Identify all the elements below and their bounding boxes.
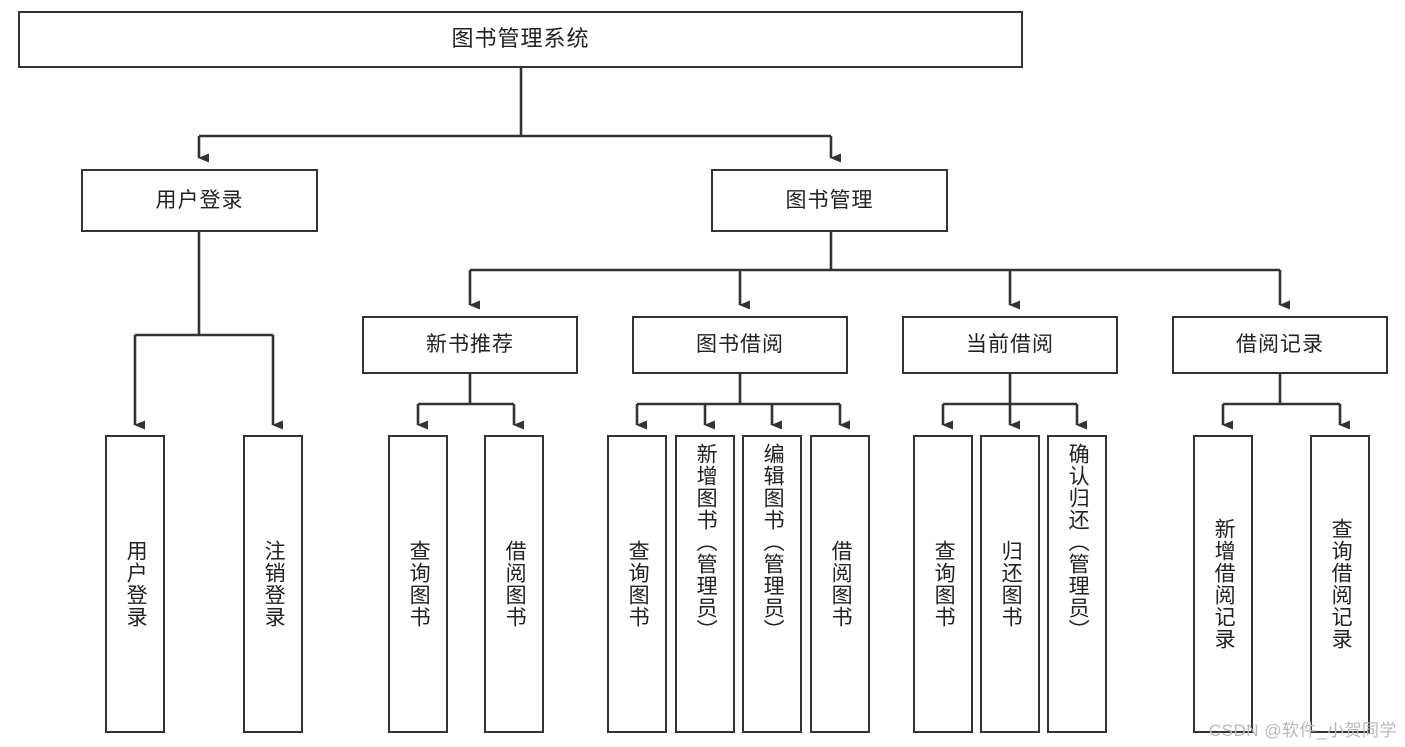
node-leaf-add-borrow-record[interactable]: 新增借阅记录 [1193,435,1253,733]
node-label: 查询图书 [932,540,956,628]
node-book-management[interactable]: 图书管理 [711,169,948,232]
node-book-borrow[interactable]: 图书借阅 [632,316,848,374]
node-leaf-return-book[interactable]: 归还图书 [980,435,1040,733]
node-label: 确认归还（管理员） [1066,443,1090,641]
node-leaf-confirm-return-admin[interactable]: 确认归还（管理员） [1047,435,1107,733]
node-label: 查询图书 [626,540,650,628]
node-leaf-add-book-admin[interactable]: 新增图书（管理员） [675,435,735,733]
node-label: 注销登录 [262,540,286,628]
node-new-book-recommend[interactable]: 新书推荐 [362,316,578,374]
node-label: 查询借阅记录 [1329,518,1353,650]
node-label: 查询图书 [407,540,431,628]
node-leaf-borrow-book[interactable]: 借阅图书 [810,435,870,733]
node-label: 归还图书 [999,540,1023,628]
node-leaf-user-login[interactable]: 用户登录 [105,435,165,733]
node-label: 图书借阅 [696,333,784,357]
node-label: 新增图书（管理员） [694,443,718,641]
node-label: 当前借阅 [966,333,1054,357]
node-current-borrow[interactable]: 当前借阅 [902,316,1118,374]
node-label: 借阅记录 [1236,333,1324,357]
node-user-login[interactable]: 用户登录 [81,169,318,232]
node-label: 借阅图书 [829,540,853,628]
node-label: 编辑图书（管理员） [761,443,785,641]
node-label: 用户登录 [124,540,148,628]
node-leaf-query-book-borrow[interactable]: 查询图书 [607,435,667,733]
node-borrow-record[interactable]: 借阅记录 [1172,316,1388,374]
node-leaf-borrow-book-recommend[interactable]: 借阅图书 [484,435,544,733]
node-root-system[interactable]: 图书管理系统 [18,11,1023,68]
node-leaf-query-book-current[interactable]: 查询图书 [913,435,973,733]
node-label: 新增借阅记录 [1212,518,1236,650]
node-label: 图书管理系统 [451,26,590,52]
node-label: 用户登录 [155,188,244,212]
node-leaf-edit-book-admin[interactable]: 编辑图书（管理员） [742,435,802,733]
node-leaf-user-logout[interactable]: 注销登录 [243,435,303,733]
node-leaf-query-book-recommend[interactable]: 查询图书 [388,435,448,733]
node-label: 新书推荐 [426,333,514,357]
node-label: 图书管理 [785,188,874,212]
node-label: 借阅图书 [503,540,527,628]
node-leaf-query-borrow-record[interactable]: 查询借阅记录 [1310,435,1370,733]
